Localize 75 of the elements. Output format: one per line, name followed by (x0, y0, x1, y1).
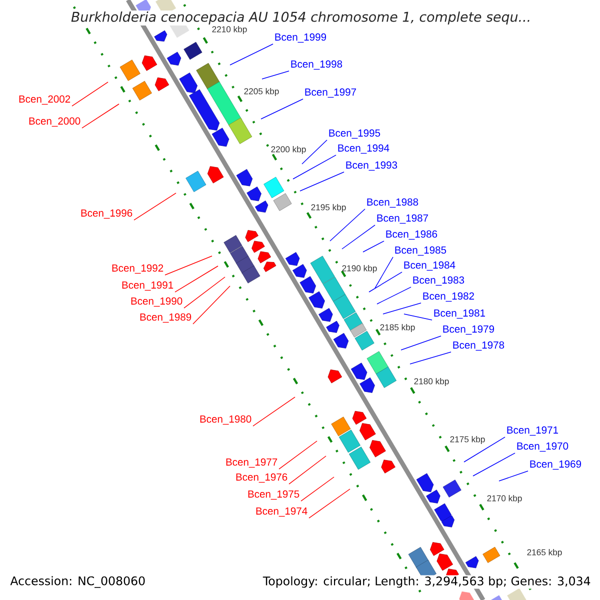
gene-label: Bcen_1974 (256, 507, 308, 517)
gene-label: Bcen_1979 (443, 325, 494, 335)
leader-line (308, 488, 350, 518)
gene-label: Bcen_1991 (122, 281, 174, 291)
gene-label: Bcen_2002 (19, 95, 70, 105)
gene-label: Bcen_1999 (275, 33, 326, 43)
gene-label: Bcen_1996 (81, 209, 132, 219)
leader-line (192, 286, 230, 324)
leader-line (368, 272, 402, 292)
leader-line (164, 256, 212, 276)
leader-line (72, 82, 108, 106)
gene-label: Bcen_1990 (131, 297, 182, 307)
leader-line (464, 436, 506, 462)
gene-label: Bcen_1970 (517, 442, 568, 452)
leader-line (300, 172, 344, 192)
gene-label: Bcen_1994 (338, 144, 390, 154)
gene-label: Bcen_1995 (329, 129, 380, 139)
scale-label: 2185 kbp (380, 324, 415, 332)
leader-line (330, 208, 366, 242)
gene-label: Bcen_1998 (291, 60, 342, 70)
gene-label: Bcen_1975 (248, 490, 300, 500)
leader-line (278, 440, 318, 470)
gene-label: Bcen_1977 (226, 458, 278, 468)
leader-line (342, 224, 376, 250)
leader-line (230, 44, 274, 66)
scale-label: 2170 kbp (487, 495, 522, 504)
leader-line (404, 314, 432, 320)
gene-label: Bcen_1992 (112, 264, 164, 274)
footer-text: Topology: circular; Length: 3,294,563 bp; Genes: 3,034 (262, 575, 592, 589)
leader-line (376, 286, 412, 304)
leader-line (82, 104, 120, 128)
gene-label: Bcen_1976 (236, 473, 288, 483)
leader-line (134, 192, 176, 220)
leader-line (382, 302, 422, 314)
leader-line (498, 470, 528, 482)
leader-line (174, 266, 218, 292)
scale-label: 2190 kbp (342, 265, 377, 274)
leader-line (260, 98, 304, 120)
leader-line (300, 476, 334, 502)
gene-label: Bcen_1981 (434, 309, 485, 319)
leader-line (362, 240, 384, 252)
title: Burkholderia cenocepacia AU 1054 chromosome 1, complete sequ... (70, 10, 532, 26)
gene-label: Bcen_1969 (530, 460, 582, 470)
gene-label: Bcen_1984 (404, 261, 456, 271)
gene-label: Bcen_1978 (453, 341, 504, 351)
leader-line (410, 352, 452, 364)
gene-label: Bcen_1993 (346, 161, 398, 171)
scale-label: 2195 kbp (311, 204, 346, 212)
leader-line (302, 140, 328, 164)
gene-label: Bcen_1983 (413, 276, 464, 286)
leader-line (288, 456, 326, 484)
leader-line (472, 452, 516, 476)
leader-line (374, 256, 394, 288)
scale-label: 2175 kbp (450, 436, 485, 444)
gene-label: Bcen_1982 (423, 292, 474, 302)
leader-line (400, 336, 442, 350)
gene-label: Bcen_1987 (377, 214, 428, 224)
leader-line (292, 154, 336, 180)
scale-label: 2165 kbp (527, 549, 562, 558)
scale-label: 2205 kbp (244, 88, 279, 96)
leader-line (184, 276, 226, 308)
scale-label: 2200 kbp (271, 146, 306, 154)
gene-label: Bcen_2000 (29, 117, 80, 127)
gene-label: Bcen_1989 (140, 313, 192, 323)
gene-label: Bcen_1985 (395, 246, 446, 256)
gene-label: Bcen_1988 (367, 198, 418, 208)
gene-label: Bcen_1980 (200, 415, 252, 425)
scale-label: 2180 kbp (414, 378, 449, 386)
gene-label: Bcen_1986 (386, 230, 438, 240)
gene-label: Bcen_1997 (305, 88, 356, 98)
footer-text: Accession: NC_008060 (9, 575, 147, 589)
scale-label: 2210 kbp (212, 26, 247, 34)
leader-line (262, 70, 290, 80)
leader-line (252, 396, 296, 426)
gene-label: Bcen_1971 (507, 426, 558, 436)
